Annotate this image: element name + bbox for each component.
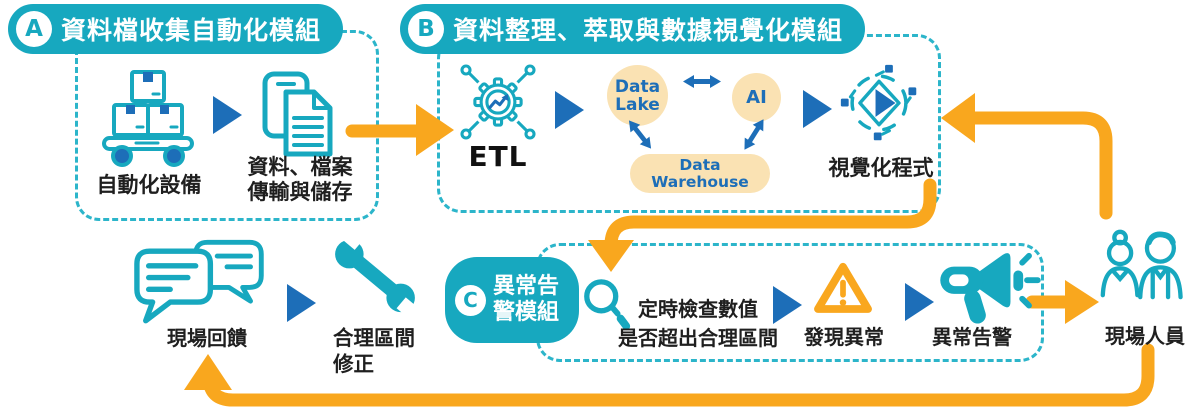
arrow-b-to-c bbox=[604, 178, 937, 254]
automation-equipment-label: 自動化設備 bbox=[96, 173, 202, 197]
megaphone-icon bbox=[938, 250, 1042, 328]
anomaly-alert-label: 異常告警 bbox=[932, 325, 1012, 349]
etl-label: ETL bbox=[468, 140, 528, 173]
timed-check-label: 定時檢查數值 是否超出合理區間 bbox=[618, 297, 778, 350]
ai-node: AI bbox=[732, 73, 781, 122]
arrowhead-a-to-b bbox=[416, 104, 454, 156]
step-arrow-icon bbox=[287, 284, 316, 322]
module-c-title: 異常告 警模組 bbox=[493, 274, 560, 325]
data-lake-node: Data Lake bbox=[607, 65, 668, 126]
arrowhead-b-to-c bbox=[588, 240, 634, 272]
arrowhead-personnel-to-feedback bbox=[184, 354, 232, 390]
arrow-personnel-to-viz bbox=[959, 111, 1113, 220]
arrowhead-c-to-personnel bbox=[1065, 280, 1099, 324]
ai-warehouse-sync-icon bbox=[738, 115, 770, 153]
visualization-label: 視覺化程式 bbox=[828, 156, 934, 180]
personnel-icon bbox=[1096, 228, 1196, 324]
anomaly-found-label: 發現異常 bbox=[804, 325, 884, 349]
wrench-icon bbox=[330, 238, 420, 314]
file-transfer-label: 資料、檔案 傳輸與儲存 bbox=[247, 155, 353, 204]
data-lake-warehouse-sync-icon bbox=[623, 116, 657, 154]
module-a-title: 資料檔收集自動化模組 bbox=[61, 16, 322, 45]
arrowhead-personnel-to-viz bbox=[941, 93, 975, 143]
feedback-label: 現場回饋 bbox=[167, 326, 247, 350]
module-a-badge: A bbox=[16, 11, 52, 47]
step-arrow-icon bbox=[213, 96, 242, 134]
warning-icon bbox=[813, 256, 873, 322]
magnifier-icon bbox=[581, 276, 635, 334]
module-b-header: B 資料整理、萃取與數據視覺化模組 bbox=[400, 4, 866, 54]
module-a-header: A 資料檔收集自動化模組 bbox=[8, 4, 344, 54]
module-b-title: 資料整理、萃取與數據視覺化模組 bbox=[453, 16, 844, 45]
step-arrow-icon bbox=[905, 283, 934, 321]
range-correction-label: 合理區間 修正 bbox=[333, 326, 415, 376]
module-c-header: C 異常告 警模組 bbox=[445, 257, 579, 343]
visualization-icon bbox=[840, 64, 918, 142]
module-b-badge: B bbox=[408, 11, 444, 47]
module-c-badge: C bbox=[455, 284, 486, 316]
file-transfer-icon bbox=[260, 70, 336, 158]
feedback-chat-icon bbox=[133, 236, 275, 330]
step-arrow-icon bbox=[803, 90, 832, 128]
step-arrow-icon bbox=[773, 286, 802, 324]
data-lake-ai-sync-icon bbox=[683, 74, 721, 89]
automation-equipment-icon bbox=[98, 66, 198, 170]
data-warehouse-node: Data Warehouse bbox=[630, 154, 770, 193]
step-arrow-icon bbox=[555, 91, 584, 129]
etl-gear-icon bbox=[458, 62, 538, 142]
personnel-label: 現場人員 bbox=[1105, 324, 1185, 348]
